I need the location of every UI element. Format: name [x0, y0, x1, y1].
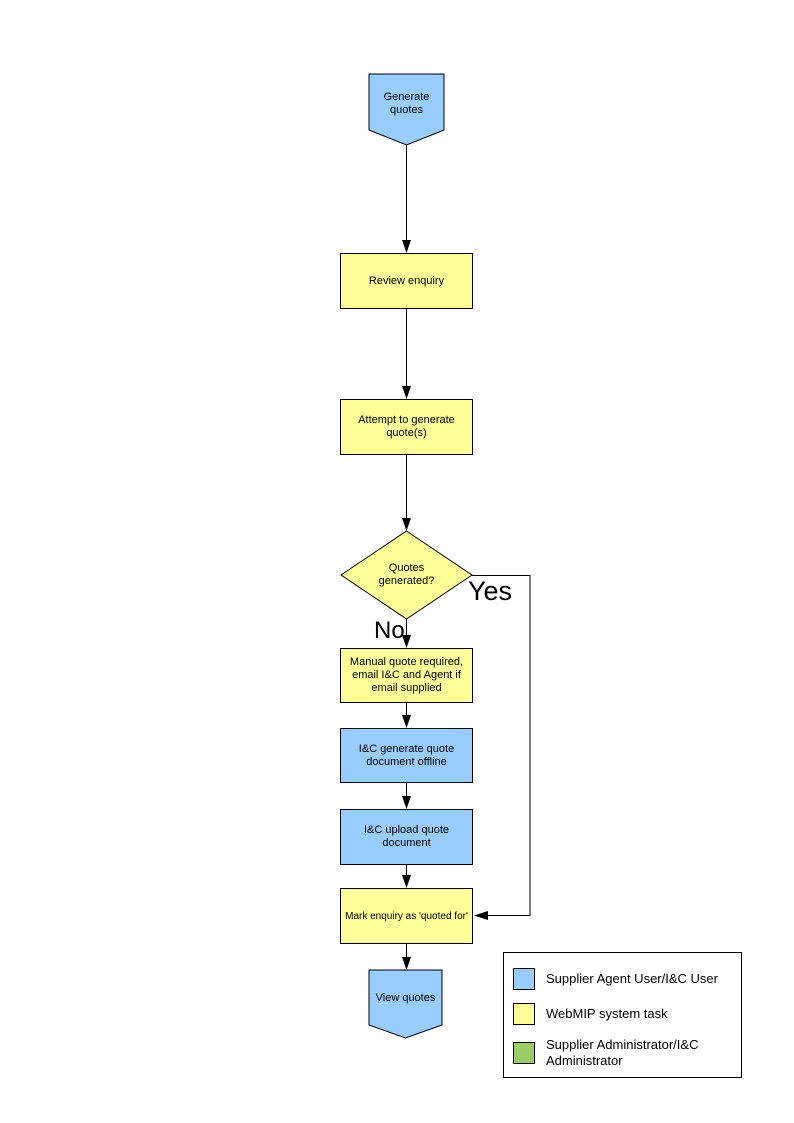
no-branch-label: No [374, 617, 405, 644]
legend-item: Supplier Agent User/I&C User [513, 968, 735, 990]
decision-node-label: Quotes generated? [378, 562, 435, 587]
arrowhead-decision [402, 518, 411, 531]
arrowhead-end [402, 957, 411, 970]
start-node-label: Generate quotes [383, 91, 430, 116]
legend-swatch [513, 1003, 535, 1025]
arrowhead-offline [402, 715, 411, 728]
ic-generate-offline-node: I&C generate quote document offline [340, 728, 473, 783]
legend-item-label: Supplier Agent User/I&C User [546, 971, 718, 986]
arrowhead-yes-mark [474, 911, 488, 920]
review-enquiry-node: Review enquiry [340, 253, 473, 309]
legend-swatch [513, 1042, 535, 1064]
arrowhead-manual [402, 635, 411, 648]
legend-item-label: Supplier Administrator/I&C Administrator [546, 1037, 699, 1068]
yes-branch-label: Yes [468, 576, 513, 606]
mark-quoted-node: Mark enquiry as 'quoted for' [340, 888, 473, 944]
manual-quote-node: Manual quote required, email I&C and Age… [340, 648, 473, 703]
legend-item: Supplier Administrator/I&C Administrator [513, 1037, 735, 1069]
start-node-shape [368, 73, 445, 146]
arrowhead-upload [402, 796, 411, 809]
legend-item: WebMIP system task [513, 1003, 735, 1025]
legend-item-label: WebMIP system task [546, 1006, 668, 1021]
end-node-shape [368, 969, 443, 1039]
legend: Supplier Agent User/I&C User WebMIP syst… [503, 952, 742, 1078]
ic-upload-node: I&C upload quote document [340, 809, 473, 865]
attempt-generate-node: Attempt to generate quote(s) [340, 399, 473, 455]
arrowhead-review [402, 240, 411, 253]
end-node-label: View quotes [375, 991, 436, 1004]
arrowhead-attempt [402, 386, 411, 399]
arrowhead-mark [402, 875, 411, 888]
legend-swatch [513, 968, 535, 990]
connector-yes-branch [472, 575, 531, 916]
